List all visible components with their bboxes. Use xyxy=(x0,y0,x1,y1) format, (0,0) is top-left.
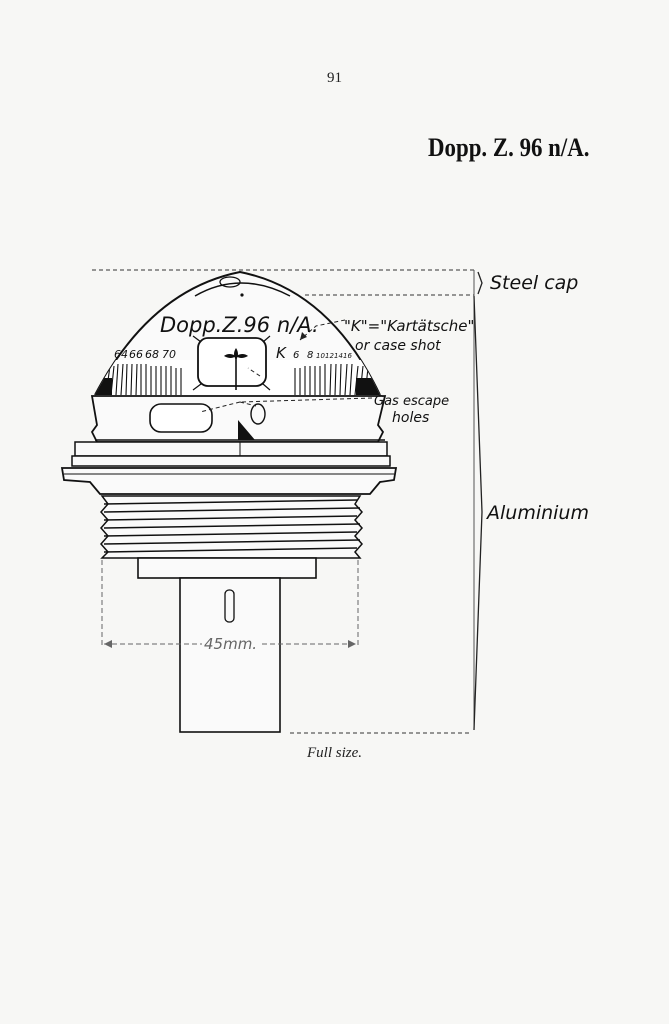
dimension-label: 45mm. xyxy=(204,635,257,653)
fuze-marking: Dopp.Z.96 n/A. xyxy=(160,313,319,337)
case-shot-label: or case shot xyxy=(355,338,441,354)
scale-right-labels: 6 8 10 12 14 16 xyxy=(293,350,352,361)
scale-label: 70 xyxy=(162,348,176,361)
scale-label: 10 xyxy=(316,352,325,360)
scale-left-labels: 64 66 68 70 xyxy=(114,348,176,361)
k-mark: K xyxy=(276,344,287,362)
scale-label: 6 xyxy=(293,350,299,361)
scale-label: 64 xyxy=(114,348,128,361)
bracket-marks xyxy=(473,271,483,731)
fuze-head xyxy=(71,270,391,467)
figure-caption: Full size. xyxy=(307,745,362,761)
page-number: 91 xyxy=(327,70,342,86)
steel-cap-label: Steel cap xyxy=(490,272,578,294)
aluminium-label: Aluminium xyxy=(485,502,589,524)
setting-window xyxy=(197,337,267,387)
scale-label: 66 xyxy=(129,348,143,361)
holes-label: holes xyxy=(392,410,429,426)
gas-escape-hole xyxy=(149,403,213,433)
cross-mark xyxy=(224,348,248,390)
thread-section xyxy=(100,495,363,559)
cap-vent xyxy=(219,276,241,288)
dimension-lines xyxy=(101,560,359,648)
scale-label: 68 xyxy=(145,348,159,361)
reference-lines xyxy=(92,269,475,734)
scale-label: 12 xyxy=(325,352,334,360)
page-heading: Dopp. Z. 96 n/A. xyxy=(427,133,589,162)
base-ring xyxy=(137,557,317,579)
kartatsche-label: "K"="Kartätsche" xyxy=(344,317,474,335)
scale-label: 14 xyxy=(334,352,343,360)
flange xyxy=(60,467,398,495)
scale-label: 16 xyxy=(343,352,352,360)
stem xyxy=(179,577,281,733)
scale-label: 8 xyxy=(307,350,313,361)
gas-escape-label: Gas escape xyxy=(374,394,449,409)
